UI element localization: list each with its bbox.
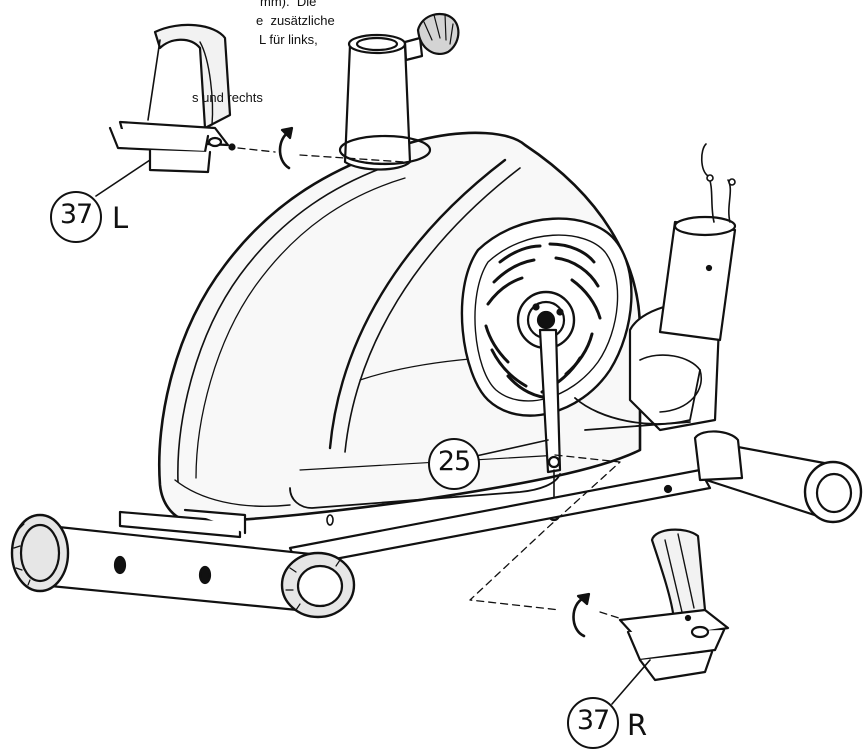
left-pedal <box>108 23 236 174</box>
instruction-line-2: e zusätzliche <box>256 13 335 28</box>
callout-side-label: L <box>112 201 129 235</box>
callout-circle <box>567 697 619 749</box>
callout-number: 37 <box>59 199 93 230</box>
callout-number: 37 <box>576 705 610 736</box>
rear-linkage <box>574 369 701 431</box>
assembly-guide-lines <box>237 147 626 621</box>
instruction-line-1: mm). Die <box>260 0 317 9</box>
handlebar-post <box>628 215 737 432</box>
adjustment-knob <box>403 12 460 62</box>
rear-stabilizer <box>693 430 863 524</box>
rotation-arrow-left-icon <box>278 126 294 170</box>
callout-leaders <box>95 159 651 705</box>
rotation-arrow-right-icon <box>572 592 591 638</box>
instruction-line-4: s und rechts <box>192 90 263 105</box>
instruction-line-3: L für links, <box>259 32 318 47</box>
callout-side-label: R <box>627 708 648 742</box>
front-stabilizer <box>10 508 356 619</box>
callout-circle <box>428 438 480 490</box>
callout-number: 25 <box>437 446 471 477</box>
seat-post <box>338 33 432 171</box>
callout-circle <box>50 191 102 243</box>
right-pedal <box>618 528 730 682</box>
sensor-cable <box>700 143 736 223</box>
